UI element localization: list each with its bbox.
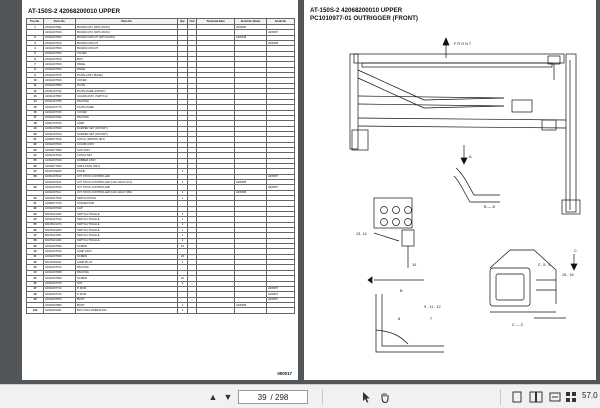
left-bracket: [351, 129, 369, 151]
viewer-toolbar: ▲ ▼ 39 / 298: [0, 384, 600, 408]
callout-13-14: 13, 14: [356, 232, 367, 236]
table-cell: 42332201001: [43, 307, 76, 314]
front-label: F R O N T: [454, 42, 472, 46]
page-icon: [512, 391, 522, 403]
switch-knob-1: [380, 206, 388, 214]
switch-knob-6: [404, 218, 412, 226]
table-cell: 1: [177, 307, 188, 314]
angle-bracket: [375, 294, 444, 353]
label-c-c: C — C: [512, 323, 524, 327]
table-cell: [196, 307, 235, 314]
detail-b-line: [455, 167, 500, 196]
label-b-b: B — B: [484, 205, 495, 209]
switch-knob-5: [392, 218, 400, 226]
current-page[interactable]: 39: [257, 392, 267, 402]
drawing-title-line-1: AT-150S-2 42068200010 UPPER: [310, 7, 403, 14]
chevron-up-icon: ▲: [208, 392, 218, 402]
right-foot: [561, 199, 581, 215]
outrigger-drawing: F R O N T A 13, 14 10 B — B 2 , 5 , 6 15…: [349, 37, 581, 353]
chevron-down-icon: ▼: [223, 392, 233, 402]
drawing-title-line-2: PC1010977-01 OUTRIGGER (FRONT): [310, 15, 418, 22]
left-post: [349, 53, 359, 150]
parts-list-page: AT-150S-2 42068200010 UPPER Pos No.Parts…: [22, 0, 298, 380]
page-number-input[interactable]: 39 / 298: [238, 390, 308, 404]
switch-guard: [401, 229, 415, 247]
table-cell: 100: [26, 307, 44, 314]
zoom-level[interactable]: 57.0: [582, 391, 598, 400]
callout-9-11-12: 9 , 11 , 12: [424, 305, 441, 309]
table-cell: [187, 307, 197, 314]
next-page-button[interactable]: ▼: [221, 389, 235, 405]
page-title: AT-150S-2 42068200010 UPPER: [28, 8, 121, 15]
table-cell: [234, 307, 267, 314]
fit-width-icon: [549, 392, 561, 402]
section-c-label: C: [574, 249, 577, 253]
switch-knob-2: [392, 206, 400, 214]
single-page-view-button[interactable]: [510, 389, 524, 405]
switch-knob-4: [380, 218, 388, 226]
drawing-page: AT-150S-2 42068200010 UPPER PC1010977-01…: [304, 0, 596, 380]
mid-clamp: [511, 99, 533, 113]
right-clamp: [541, 119, 557, 131]
section-a-label: A: [469, 155, 472, 159]
pointer-icon: [363, 391, 370, 403]
prev-page-button[interactable]: ▲: [206, 389, 220, 405]
toolbar-divider-2: [500, 389, 501, 405]
hand-icon: [381, 392, 389, 403]
fit-width-button[interactable]: [548, 389, 562, 405]
section-c-box: [489, 267, 531, 307]
callout-10: 10: [412, 263, 416, 267]
callout-8: 8: [398, 317, 400, 321]
grid-view-button[interactable]: [564, 389, 578, 405]
two-page-view-button[interactable]: [528, 389, 544, 405]
cursor-tool-button[interactable]: [360, 389, 374, 405]
callout-15-16: 15 , 16: [562, 273, 574, 277]
table-cell: [266, 307, 295, 314]
total-pages: / 298: [270, 392, 289, 402]
callout-2-5-6: 2 , 5 , 6: [538, 263, 551, 267]
section-b-label: B: [400, 289, 403, 293]
switch-knob-3: [404, 206, 412, 214]
table-cell: BOX ASSY,OPERATION: [75, 307, 178, 314]
page-footer-number: 000017: [277, 371, 292, 376]
drawing-title: AT-150S-2 42068200010 UPPER PC1010977-01…: [310, 7, 418, 23]
boom-rail-top: [353, 53, 565, 64]
grid-icon: [566, 392, 576, 402]
switch-block: [373, 197, 413, 229]
toolbar-divider: [322, 389, 323, 405]
callout-7: 7: [430, 317, 432, 321]
boom-rail-mid: [361, 62, 553, 68]
right-post: [565, 53, 577, 213]
front-arrowhead: [442, 37, 450, 46]
two-page-icon: [529, 391, 543, 403]
hand-tool-button[interactable]: [378, 389, 392, 405]
